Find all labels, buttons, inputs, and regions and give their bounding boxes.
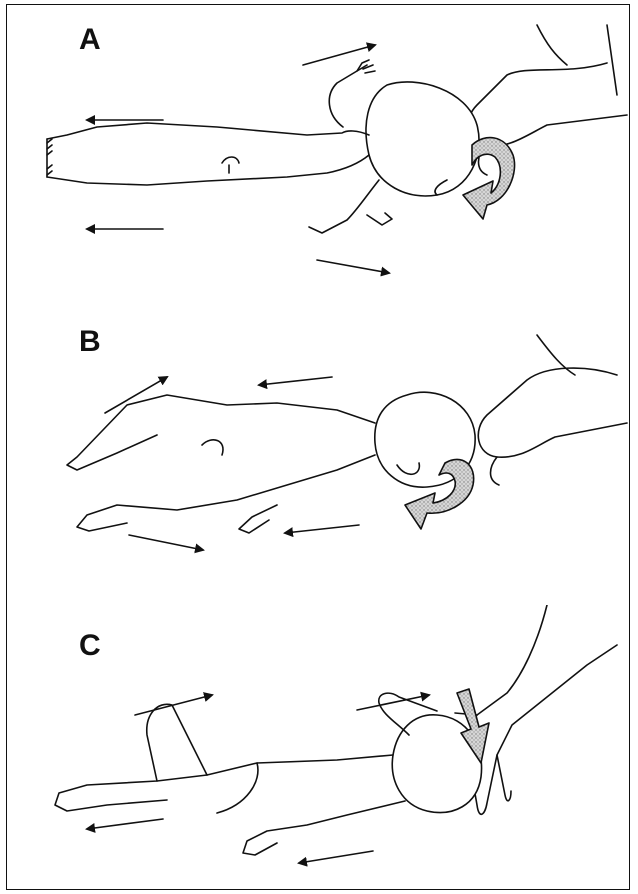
arrow-c-arm-up: [357, 695, 429, 710]
infant-figure: [55, 693, 482, 855]
arrow-b-leg-down: [129, 535, 203, 550]
panel-a: A: [7, 5, 629, 305]
arrow-b-torso-left: [259, 377, 332, 385]
examiner-hand: [478, 335, 627, 485]
arrow-b-arm-left: [285, 525, 359, 533]
arrow-c-arm-left: [299, 851, 373, 863]
infant-figure: [47, 60, 479, 233]
arrow-c-leg-up: [135, 695, 212, 715]
figure-frame: A: [6, 4, 630, 890]
panel-c-illustration: [7, 605, 631, 891]
arrow-a-arm-down: [317, 260, 389, 273]
panel-b: B: [7, 305, 629, 605]
arrow-b-leg-up: [105, 377, 167, 413]
panel-c: C: [7, 605, 629, 891]
arrow-c-leg-left: [87, 819, 163, 829]
panel-a-illustration: [7, 5, 631, 305]
panel-b-illustration: [7, 305, 631, 605]
